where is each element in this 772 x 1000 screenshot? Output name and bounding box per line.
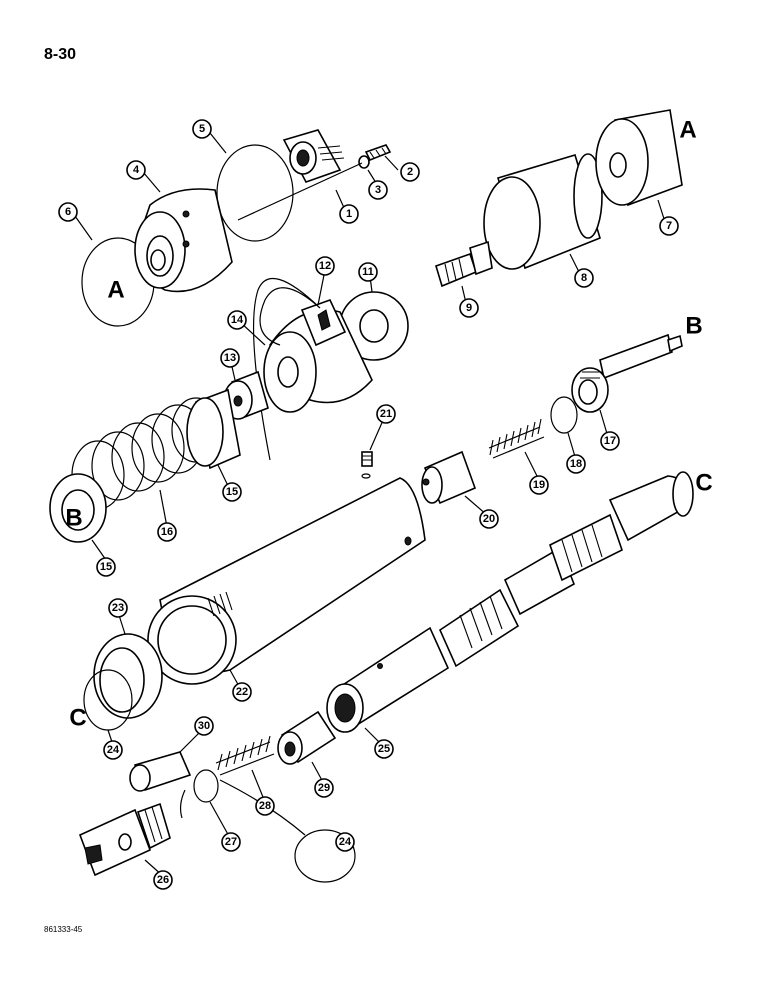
part-28-spring [215, 735, 275, 776]
svg-text:21: 21 [380, 408, 392, 420]
callout-26: 26 [153, 870, 173, 890]
svg-text:26: 26 [157, 874, 169, 886]
callout-17: 17 [600, 431, 620, 451]
part-1-flange-fitting [282, 129, 345, 183]
svg-text:8: 8 [581, 272, 587, 284]
svg-text:30: 30 [198, 720, 210, 732]
svg-text:7: 7 [666, 220, 672, 232]
page-number: 8-30 [44, 46, 77, 63]
callout-group: 1 2 3 4 5 6 7 8 9 11 12 13 14 15 15 16 1… [58, 119, 679, 890]
callout-22: 22 [232, 682, 252, 702]
ref-letter-a-plug: A [679, 117, 696, 144]
callout-16: 16 [157, 522, 177, 542]
part-26-clevis [78, 802, 171, 877]
part-30-pin [129, 751, 192, 819]
svg-text:5: 5 [199, 123, 205, 135]
svg-text:3: 3 [375, 184, 381, 196]
part-20-poppet [421, 450, 477, 505]
part-17-valve-stem [571, 333, 683, 413]
ref-letter-a-oring: A [107, 277, 124, 304]
part-19-spring [488, 418, 545, 459]
callout-15b: 15 [96, 557, 116, 577]
callout-19: 19 [529, 475, 549, 495]
svg-text:11: 11 [362, 266, 374, 278]
part-8-sleeve [483, 153, 603, 270]
part-2-bolt [364, 144, 392, 162]
part-18-oring [550, 396, 578, 434]
svg-text:4: 4 [133, 164, 140, 176]
svg-text:14: 14 [231, 314, 244, 326]
svg-text:17: 17 [604, 435, 616, 447]
svg-text:22: 22 [236, 686, 248, 698]
part-5-snap-ring [216, 144, 294, 242]
callout-8: 8 [574, 268, 594, 288]
callout-14: 14 [227, 310, 247, 330]
callout-30: 30 [194, 716, 214, 736]
callout-27: 27 [221, 832, 241, 852]
callout-4: 4 [126, 160, 146, 180]
ref-letter-c-oring: C [69, 705, 86, 732]
svg-text:19: 19 [533, 479, 545, 491]
part-21-set-screw [361, 451, 373, 467]
callout-15a: 15 [222, 482, 242, 502]
part-29-guide [277, 710, 337, 765]
svg-text:15: 15 [100, 561, 112, 573]
svg-text:1: 1 [346, 208, 352, 220]
callout-20: 20 [479, 509, 499, 529]
callout-29: 29 [314, 778, 334, 798]
callout-5: 5 [192, 119, 212, 139]
part-22-valve-body [147, 473, 426, 685]
svg-text:28: 28 [259, 800, 271, 812]
part-15-spring-seat-front [49, 473, 107, 543]
ref-letter-c-spool: C [695, 470, 712, 497]
callout-24a: 24 [103, 740, 123, 760]
callout-2: 2 [400, 162, 420, 182]
part-27-oring [193, 769, 219, 803]
callout-21: 21 [376, 404, 396, 424]
document-code: 861333-45 [44, 925, 83, 934]
ref-letter-b-seat: B [65, 505, 82, 532]
svg-text:16: 16 [161, 526, 173, 538]
svg-text:9: 9 [466, 302, 472, 314]
callout-11: 11 [358, 262, 378, 282]
callout-7: 7 [659, 216, 679, 236]
svg-text:20: 20 [483, 513, 495, 525]
part-7-end-plug [595, 109, 683, 207]
part-24-oring-right [294, 829, 356, 883]
svg-text:29: 29 [318, 782, 330, 794]
part-23-washer [93, 633, 163, 719]
svg-text:23: 23 [112, 602, 124, 614]
svg-text:18: 18 [570, 458, 582, 470]
svg-text:27: 27 [225, 836, 237, 848]
svg-text:15: 15 [226, 486, 238, 498]
part-3-washer [358, 155, 370, 169]
callout-1: 1 [339, 204, 359, 224]
callout-23: 23 [108, 598, 128, 618]
part-9-bolt [435, 240, 493, 288]
svg-text:2: 2 [407, 166, 413, 178]
callout-24b: 24 [335, 832, 355, 852]
svg-text:24: 24 [107, 744, 120, 756]
svg-text:13: 13 [224, 352, 236, 364]
callout-6: 6 [58, 202, 78, 222]
svg-text:25: 25 [378, 743, 390, 755]
part-14-spool-body [263, 299, 373, 413]
callout-28: 28 [255, 796, 275, 816]
ref-letter-b-stem: B [685, 313, 702, 340]
svg-text:24: 24 [339, 836, 352, 848]
svg-text:12: 12 [319, 260, 331, 272]
callout-12: 12 [315, 256, 335, 276]
callout-13: 13 [220, 348, 240, 368]
part-4-end-cap [134, 188, 233, 293]
callout-18: 18 [566, 454, 586, 474]
callout-3: 3 [368, 180, 388, 200]
part-15-spring-seat-rear [186, 388, 241, 470]
svg-text:6: 6 [65, 206, 71, 218]
callout-25: 25 [374, 739, 394, 759]
callout-9: 9 [459, 298, 479, 318]
part-25-spool-assembly [326, 471, 694, 733]
